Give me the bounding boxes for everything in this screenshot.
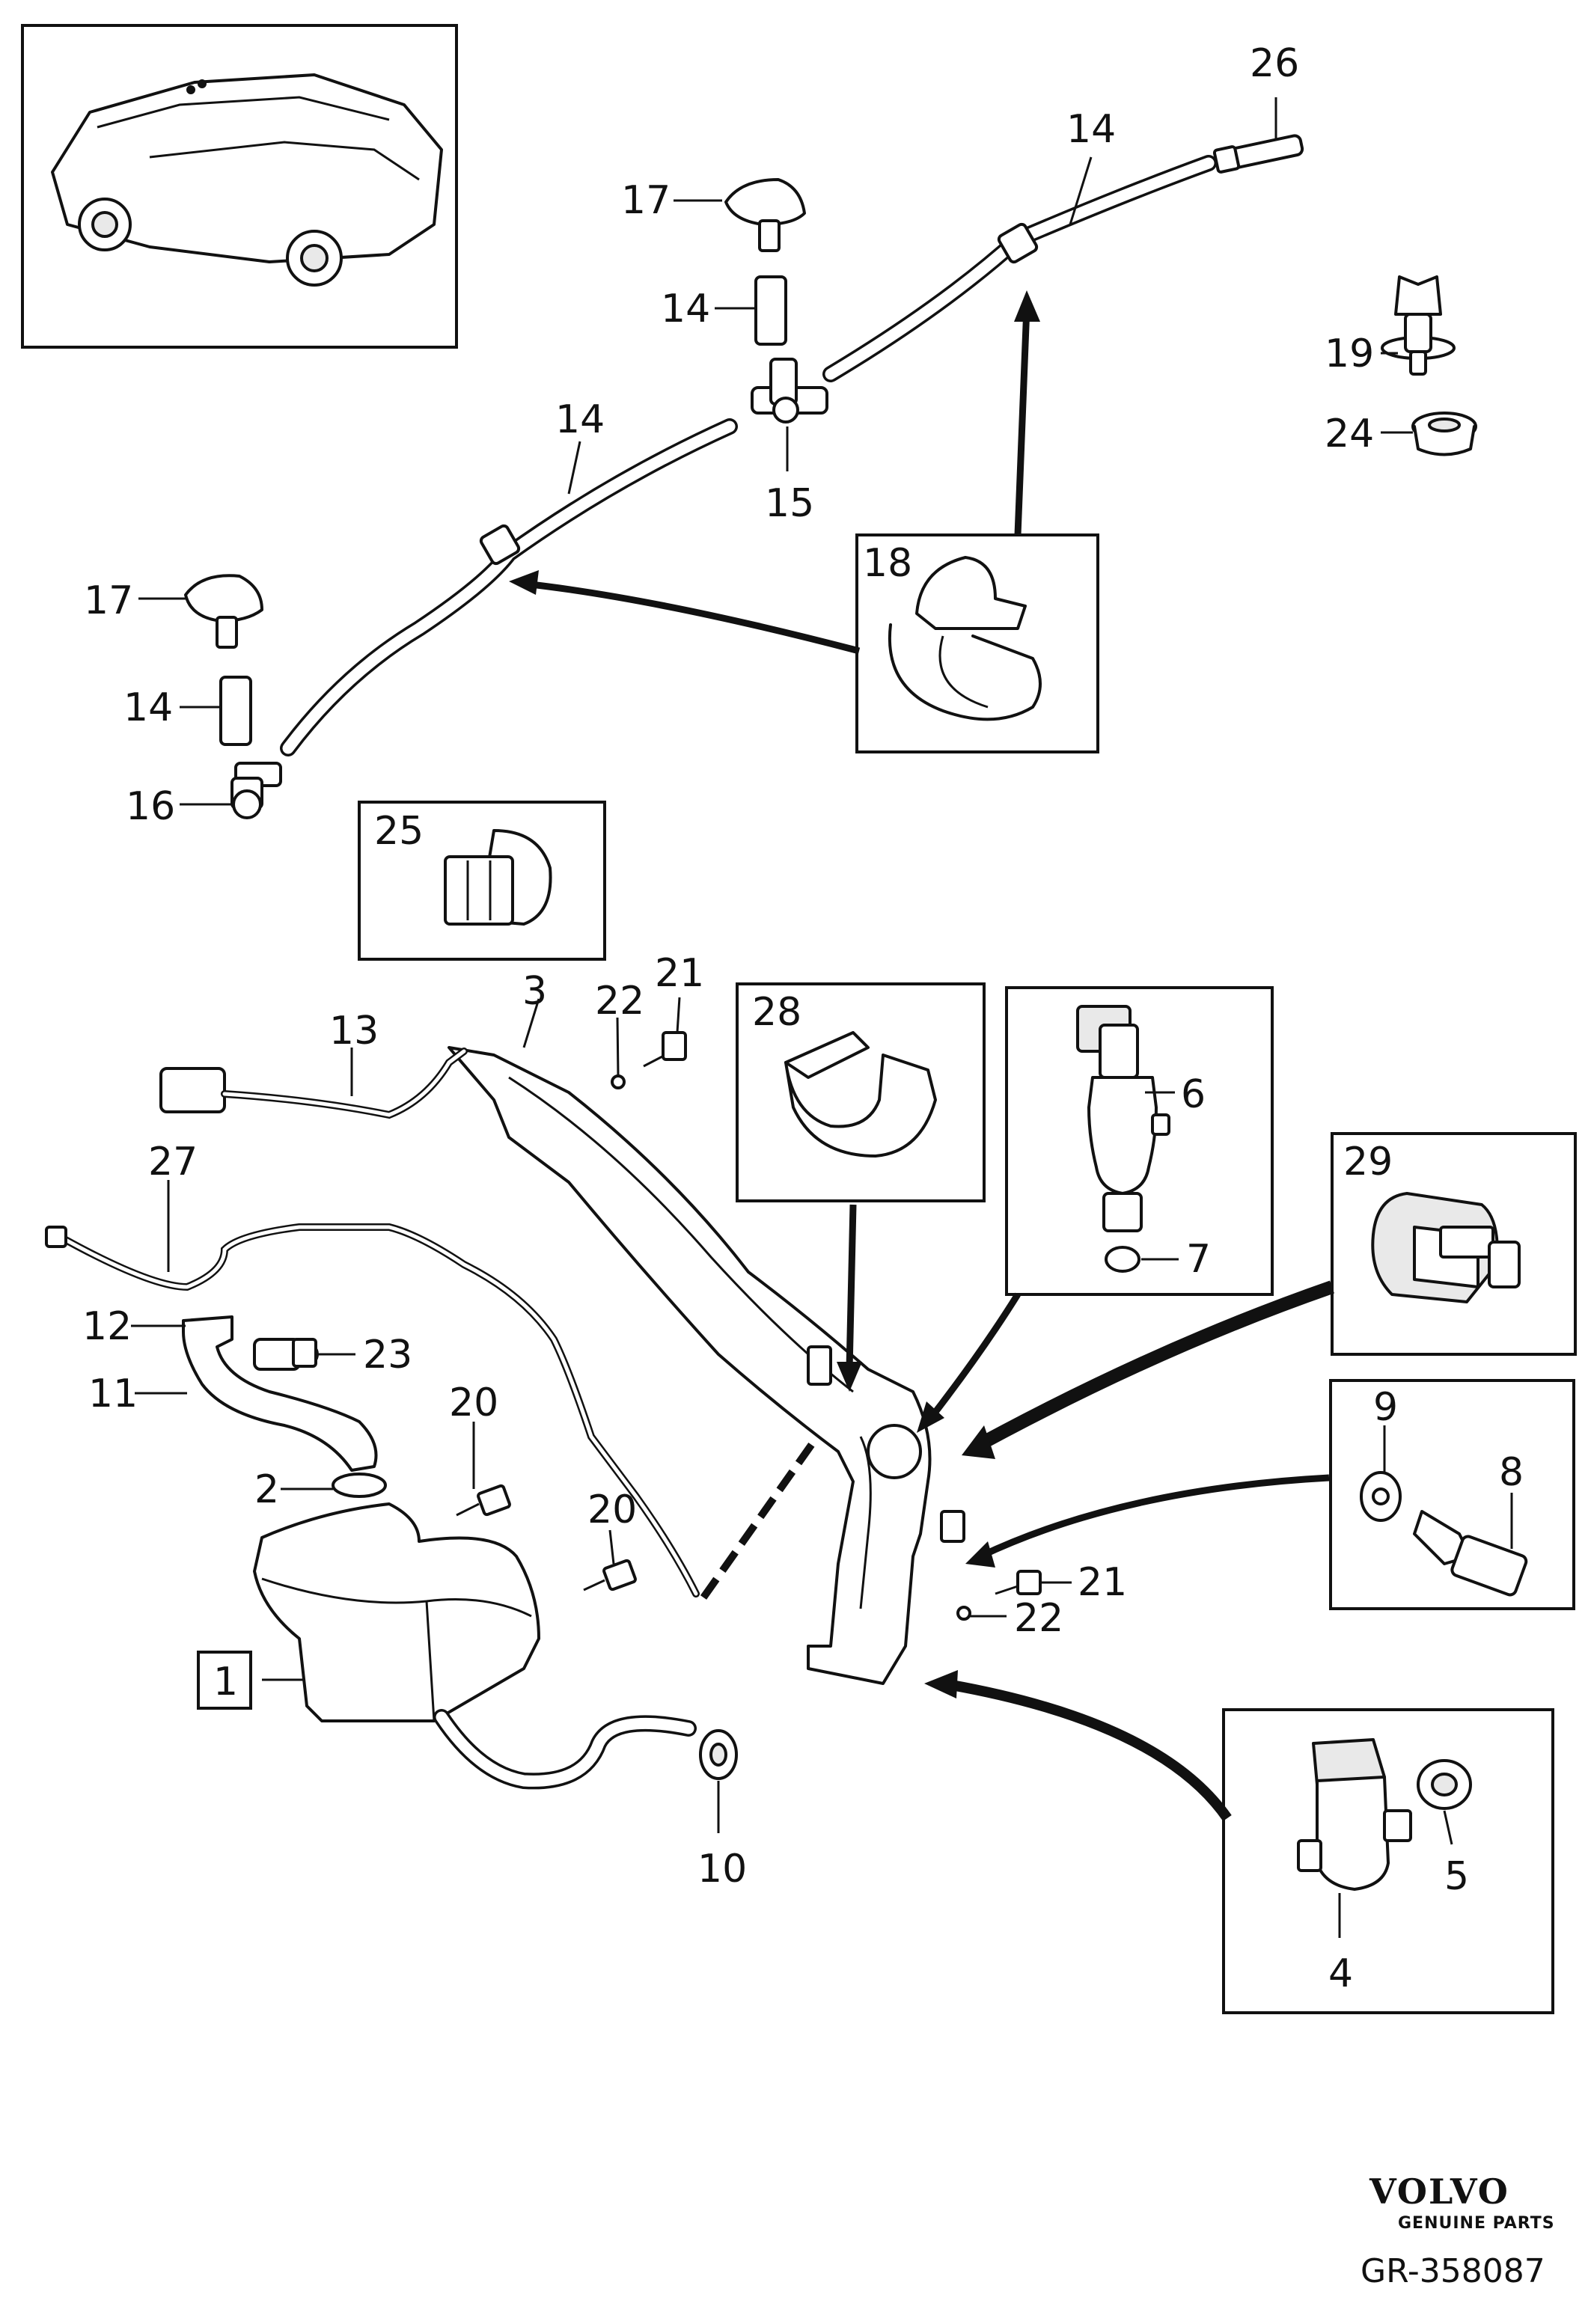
figure-id: GR-358087 bbox=[1361, 2252, 1545, 2290]
detail-box-pump-4 bbox=[1222, 1708, 1554, 2014]
callout-4: 4 bbox=[1328, 1951, 1353, 1996]
grommet-24 bbox=[1411, 412, 1477, 456]
pipe-13 bbox=[159, 1048, 468, 1119]
callout-29: 29 bbox=[1343, 1140, 1393, 1184]
washer-reservoir-1 bbox=[253, 1502, 697, 1790]
callout-26: 26 bbox=[1250, 41, 1299, 86]
callout-13: 13 bbox=[329, 1009, 379, 1054]
volvo-logo: VOLVO GENUINE PARTS bbox=[1369, 2171, 1555, 2233]
hose-piece-lower bbox=[219, 676, 252, 746]
detail-box-18 bbox=[855, 533, 1099, 753]
bolt-20-lower bbox=[583, 1559, 637, 1591]
callout-labels: 26 14 17 14 14 15 19 24 18 17 14 16 25 3… bbox=[82, 41, 1524, 1996]
callout-8: 8 bbox=[1499, 1450, 1524, 1495]
bolt-21-lower bbox=[995, 1570, 1042, 1595]
washer-nozzle-lower bbox=[184, 574, 263, 649]
callout-16: 16 bbox=[126, 784, 175, 829]
callout-14-upper-piece: 14 bbox=[661, 287, 710, 331]
hose-clip-left bbox=[479, 524, 521, 566]
arrows bbox=[509, 290, 1334, 1821]
logo-subtext: GENUINE PARTS bbox=[1398, 2214, 1555, 2233]
callout-21-lower: 21 bbox=[1078, 1560, 1127, 1605]
washer-22-upper bbox=[611, 1074, 626, 1089]
callout-1: 1 bbox=[213, 1660, 238, 1704]
callout-19: 19 bbox=[1325, 331, 1374, 376]
callout-24: 24 bbox=[1325, 412, 1374, 456]
callout-21-upper: 21 bbox=[655, 951, 704, 996]
bolt-23 bbox=[292, 1338, 317, 1368]
callout-5: 5 bbox=[1444, 1854, 1469, 1899]
grommet-19 bbox=[1381, 275, 1456, 376]
callout-22-upper: 22 bbox=[595, 979, 644, 1024]
callout-18: 18 bbox=[863, 541, 912, 586]
hose-piece-upper bbox=[754, 275, 787, 346]
callout-12: 12 bbox=[82, 1304, 132, 1349]
callout-1-box: 1 bbox=[197, 1651, 252, 1710]
detail-box-pump-6 bbox=[1005, 986, 1274, 1296]
elbow-connector-16 bbox=[230, 762, 282, 819]
bolt-21-upper bbox=[643, 1031, 687, 1068]
vehicle-thumbnail bbox=[21, 24, 458, 349]
callout-3: 3 bbox=[522, 969, 547, 1014]
pipe-27 bbox=[45, 1223, 816, 1600]
callout-17-upper: 17 bbox=[621, 178, 671, 223]
callout-7: 7 bbox=[1186, 1237, 1211, 1282]
hose-clip-right bbox=[997, 222, 1039, 264]
callout-2: 2 bbox=[254, 1467, 279, 1512]
callout-20-upper: 20 bbox=[449, 1380, 498, 1425]
detail-box-28 bbox=[736, 982, 986, 1202]
callout-15: 15 bbox=[765, 481, 814, 526]
callout-22-lower: 22 bbox=[1014, 1596, 1063, 1641]
filler-neck-11 bbox=[182, 1315, 378, 1472]
detail-box-sensor-8 bbox=[1329, 1379, 1575, 1610]
callout-25: 25 bbox=[374, 809, 424, 854]
washer-22-lower bbox=[956, 1606, 971, 1621]
washer-nozzle-upper bbox=[724, 178, 806, 252]
t-piece-15 bbox=[751, 358, 828, 423]
bolt-20-upper bbox=[456, 1484, 511, 1517]
callout-28: 28 bbox=[752, 990, 801, 1035]
callout-9: 9 bbox=[1373, 1385, 1398, 1430]
callout-10: 10 bbox=[697, 1847, 747, 1892]
callout-6: 6 bbox=[1181, 1072, 1206, 1117]
callout-23: 23 bbox=[363, 1333, 412, 1377]
leader-lines bbox=[131, 97, 1513, 1938]
detail-box-25 bbox=[358, 801, 606, 961]
callout-20-lower: 20 bbox=[587, 1487, 637, 1532]
callout-14-left-hose: 14 bbox=[555, 397, 605, 442]
callout-27: 27 bbox=[148, 1140, 198, 1184]
callout-11: 11 bbox=[88, 1372, 138, 1416]
callout-14-lower-piece: 14 bbox=[123, 685, 173, 730]
detail-box-29 bbox=[1331, 1132, 1577, 1356]
logo-text: VOLVO bbox=[1369, 2171, 1509, 2212]
callout-17-lower: 17 bbox=[84, 578, 133, 623]
grommet-10 bbox=[699, 1729, 738, 1780]
reservoir-bracket-3 bbox=[448, 1046, 965, 1685]
hose-connector-26 bbox=[1212, 134, 1304, 174]
callout-14-top: 14 bbox=[1066, 107, 1116, 152]
